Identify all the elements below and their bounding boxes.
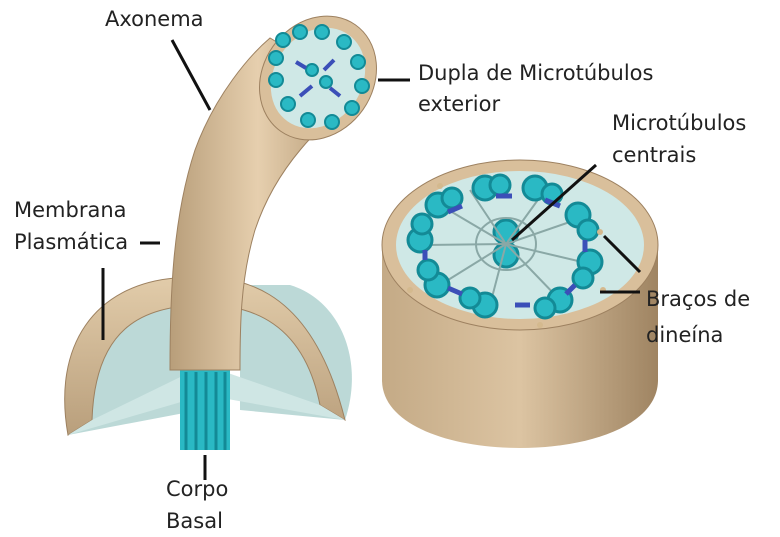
label-bracos-line2: dineína: [646, 322, 723, 349]
label-axonema: Axonema: [105, 6, 204, 33]
label-dupla-line1: Dupla de Microtúbulos: [418, 60, 653, 87]
label-corpo-line2: Basal: [166, 508, 223, 535]
label-centrais-line1: Microtúbulos: [612, 110, 746, 137]
label-membrana-line2: Plasmática: [14, 229, 128, 256]
label-corpo-line1: Corpo: [166, 476, 228, 503]
cilium-cross-section: [382, 160, 658, 448]
label-bracos-line1: Braços de: [646, 286, 750, 313]
label-centrais-line2: centrais: [612, 142, 696, 169]
leader-axonema: [172, 40, 210, 110]
label-membrana-line1: Membrana: [14, 197, 127, 224]
basal-body: [180, 370, 230, 450]
label-dupla-line2: exterior: [418, 91, 500, 118]
